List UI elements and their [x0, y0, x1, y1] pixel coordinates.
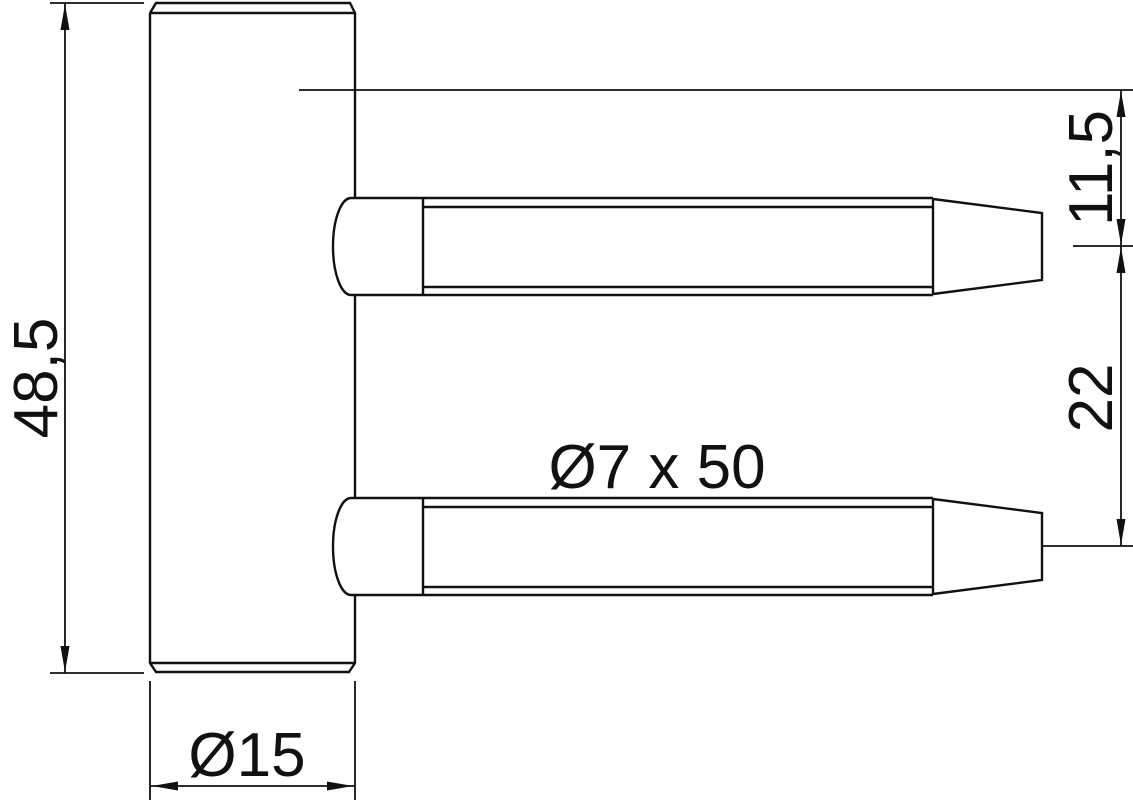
lower-pin-dome-arc [331, 496, 352, 597]
dimension-lines [50, 2, 1133, 800]
dimension-arrowheads [60, 4, 1126, 791]
barrel-chamfer-edge-lines [150, 11, 355, 665]
arrow-left-barrel-diameter [152, 781, 178, 791]
arrow-down-lower-pin-axis [1116, 519, 1126, 545]
barrel-diameter-label: Ø15 [188, 721, 305, 790]
pin-spacing-label: 22 [1057, 364, 1126, 433]
arrow-up-ref-line [1116, 91, 1126, 117]
arrow-down-overall-height [60, 646, 70, 672]
upper-pin-dome-arc [331, 196, 352, 297]
arrow-up-overall-height [60, 4, 70, 30]
arrow-up-upper-pin-axis [1116, 247, 1126, 273]
pin-offset-label: 11,5 [1057, 110, 1126, 226]
upper-pin-taper-tip [932, 197, 1044, 296]
arrow-right-barrel-diameter [327, 781, 353, 791]
upper-pin-body [351, 196, 935, 297]
lower-pin-taper-tip [932, 497, 1044, 596]
lower-pin-body [351, 496, 935, 597]
overall-height-label: 48,5 [2, 318, 71, 439]
barrel-diameter-extension-lines [149, 681, 356, 800]
arrow-down-upper-pin-axis [1116, 219, 1126, 245]
part-geometry [148, 1, 1044, 674]
barrel-outline [148, 1, 357, 674]
pin-dimensions-label: Ø7 x 50 [548, 433, 765, 502]
